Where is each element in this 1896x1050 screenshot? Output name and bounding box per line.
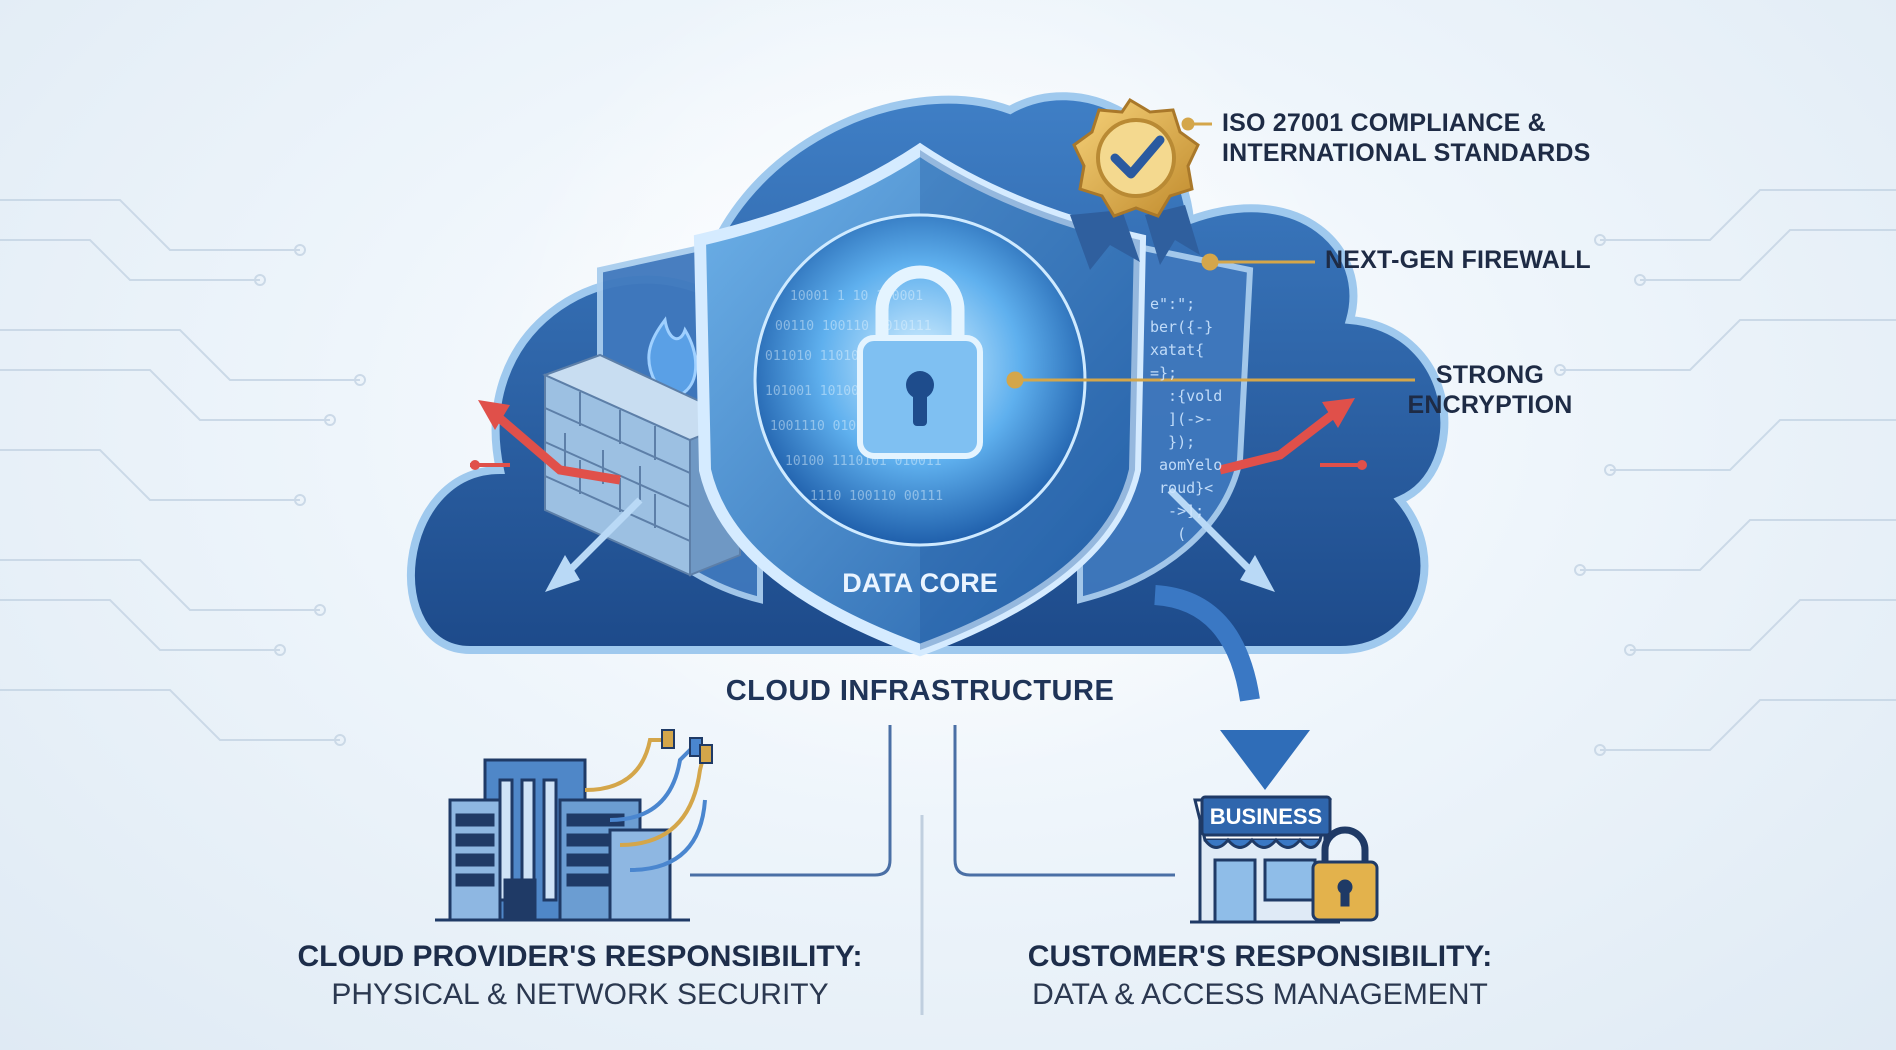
store-padlock-icon	[1311, 826, 1379, 922]
iso-callout-line1: ISO 27001 COMPLIANCE &	[1222, 109, 1546, 137]
threat-arrows-right	[1167, 398, 1367, 592]
iso-callout-line2: INTERNATIONAL STANDARDS	[1222, 139, 1591, 167]
padlock-icon	[857, 265, 983, 459]
provider-responsibility-subtitle: PHYSICAL & NETWORK SECURITY	[331, 978, 829, 1011]
svg-text:1110 100110 00111: 1110 100110 00111	[810, 489, 943, 504]
callout-lines	[1006, 117, 1415, 389]
customer-responsibility-subtitle: DATA & ACCESS MANAGEMENT	[1032, 978, 1488, 1011]
code-line: aomYelo	[1150, 456, 1223, 474]
encryption-callout-line1: STRONG	[1435, 361, 1545, 389]
iso-medal-icon	[1070, 97, 1200, 270]
encryption-callout-line2: ENCRYPTION	[1407, 391, 1573, 419]
code-line: ](->-	[1150, 410, 1214, 428]
code-snippet: e":"; ber({-} xatat{ =}; :{vold ](->- }); a…	[1150, 293, 1222, 546]
customer-responsibility-title: CUSTOMER'S RESPONSIBILITY:	[1027, 940, 1493, 973]
code-line: e":";	[1150, 295, 1196, 313]
network-cables	[584, 729, 713, 872]
provider-responsibility-title: CLOUD PROVIDER'S RESPONSIBILITY:	[297, 940, 863, 973]
iso-callout: ISO 27001 COMPLIANCE & INTERNATIONAL STA…	[1222, 108, 1642, 168]
threat-arrows-left	[470, 400, 643, 592]
svg-text:10001 1 10 100001: 10001 1 10 100001	[790, 289, 923, 304]
svg-text:00110 100110 0010111: 00110 100110 0010111	[775, 319, 932, 334]
business-sign-bg	[1200, 795, 1332, 837]
data-center-icon	[435, 758, 690, 922]
encryption-callout: STRONG ENCRYPTION	[1380, 360, 1600, 420]
down-arrow-head	[1220, 730, 1310, 790]
connector-lines	[690, 725, 1175, 1015]
code-line: roud}<	[1150, 479, 1214, 497]
code-line: xatat{	[1150, 341, 1205, 359]
code-line: ->];	[1150, 502, 1205, 520]
business-sign-label: BUSINESS	[1209, 804, 1323, 829]
code-line: (	[1150, 525, 1187, 543]
code-line: });	[1150, 433, 1196, 451]
down-arrow-icon	[1154, 585, 1260, 702]
circuit-lines-right	[1554, 189, 1896, 756]
code-line: :{vold	[1150, 387, 1223, 405]
code-line: =};	[1150, 364, 1178, 382]
cloud-infrastructure-label: CLOUD INFRASTRUCTURE	[725, 675, 1115, 707]
code-line: ber({-}	[1150, 318, 1214, 336]
firewall-callout: NEXT-GEN FIREWALL	[1325, 246, 1591, 274]
data-core-label: DATA CORE	[842, 568, 998, 598]
circuit-lines-left	[0, 199, 366, 746]
